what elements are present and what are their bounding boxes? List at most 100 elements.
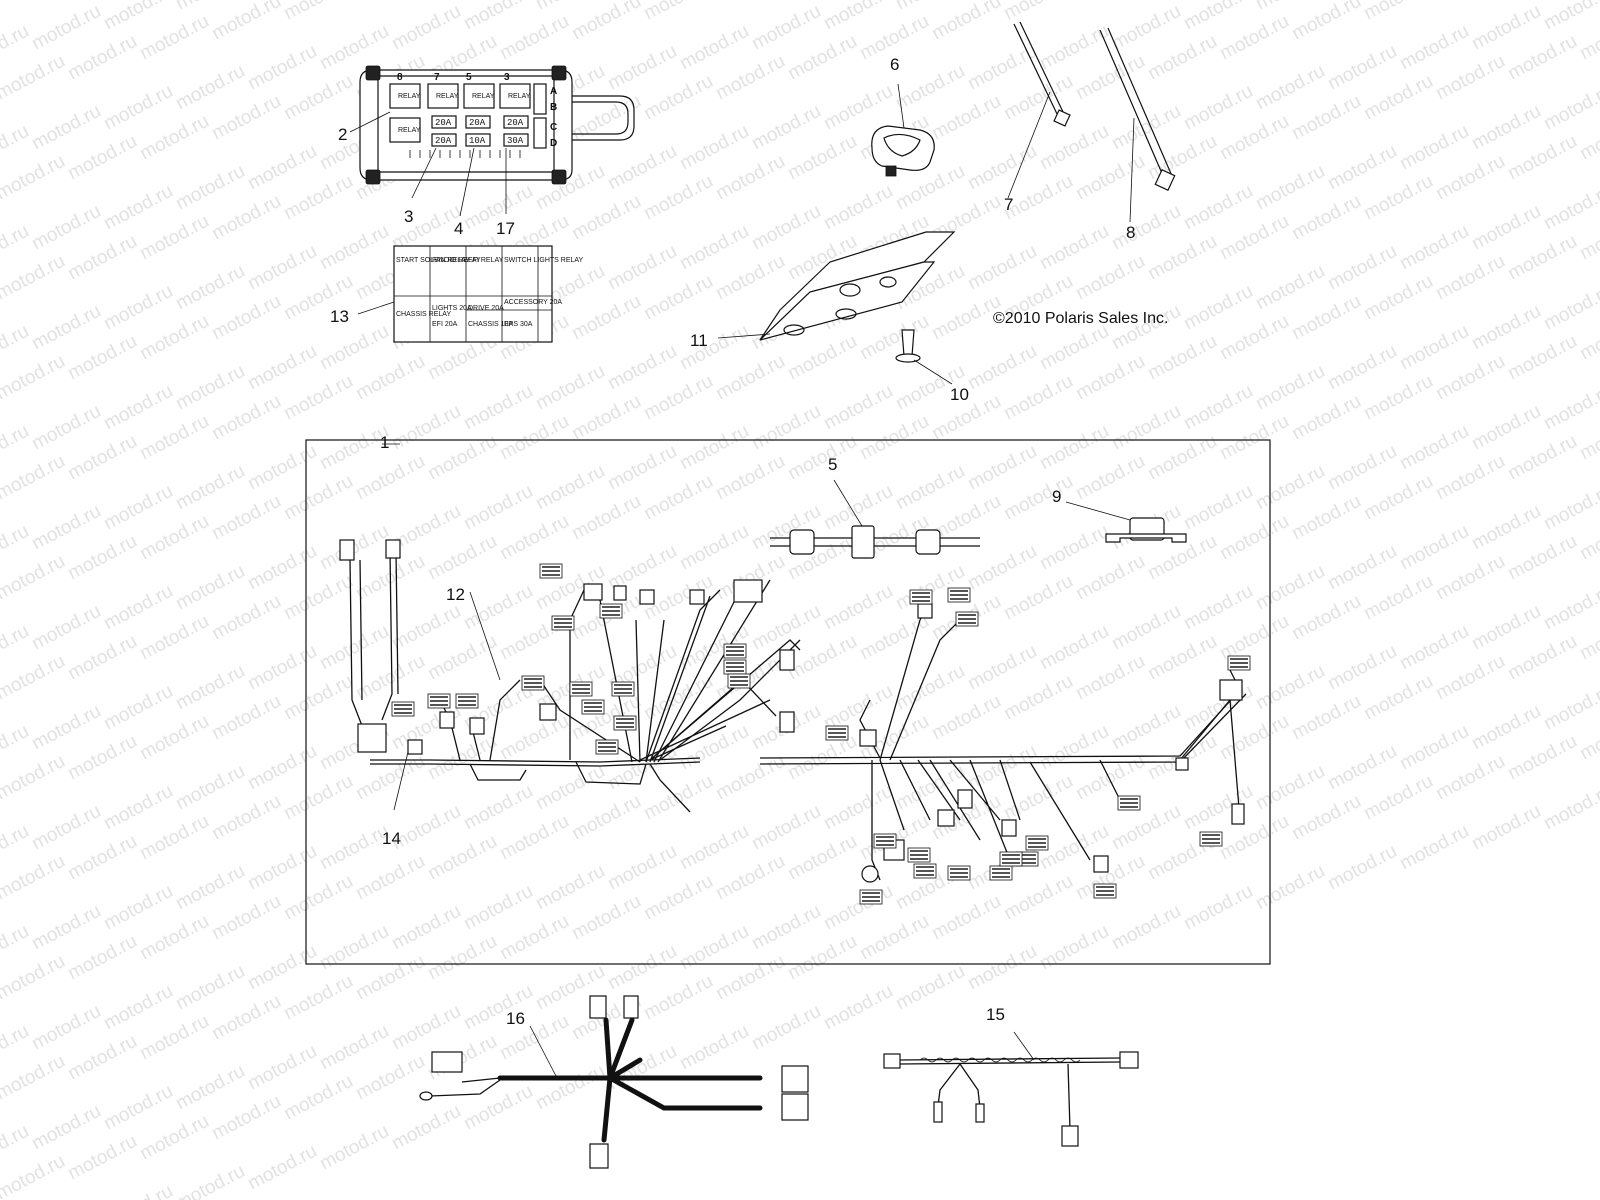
watermark-text: motod.ru [1432, 151, 1508, 205]
decal-cell-text: FAN RELAY [432, 257, 470, 264]
watermark-text: motod.ru [1324, 441, 1400, 495]
harness-label-line [1002, 858, 1020, 860]
watermark-text: motod.ru [1036, 621, 1112, 675]
watermark-text: motod.ru [0, 0, 69, 4]
watermark-text: motod.ru [1504, 131, 1580, 185]
watermark-text: motod.ru [784, 331, 860, 385]
watermark-text: motod.ru [568, 191, 644, 245]
watermark-text: motod.ru [1396, 521, 1472, 575]
harness-label-line [726, 666, 744, 668]
watermark-text: motod.ru [676, 521, 752, 575]
watermark-text: motod.ru [424, 731, 500, 785]
harness-label-line [876, 840, 894, 842]
watermark-text: motod.ru [136, 511, 212, 565]
harness-label-line [584, 706, 602, 708]
watermark-text: motod.ru [1468, 301, 1544, 355]
watermark-text: motod.ru [100, 781, 176, 835]
harness-label-line [616, 722, 634, 724]
watermark-text: motod.ru [460, 381, 536, 435]
harness-label-line [828, 732, 846, 734]
watermark-text: motod.ru [1288, 91, 1364, 145]
watermark-text: motod.ru [172, 461, 248, 515]
harness-label-line [598, 750, 616, 752]
watermark-text: motod.ru [244, 341, 320, 395]
watermark-text: motod.ru [640, 71, 716, 125]
watermark-text: motod.ru [64, 631, 140, 685]
watermark-text: motod.ru [28, 1, 104, 55]
harness-label-line [614, 684, 632, 686]
watermark-text: motod.ru [136, 911, 212, 965]
watermark-text: motod.ru [1252, 761, 1328, 815]
watermark-text: motod.ru [1540, 0, 1600, 34]
watermark-text: motod.ru [928, 0, 1004, 44]
harness-label-line [726, 662, 744, 664]
harness-label-line [910, 850, 928, 852]
watermark-text: motod.ru [100, 181, 176, 235]
bracket-part-11 [717, 231, 956, 341]
harness-label-line [876, 836, 894, 838]
watermark-text: motod.ru [640, 471, 716, 525]
watermark-text: motod.ru [1360, 371, 1436, 425]
watermark-text: motod.ru [1468, 201, 1544, 255]
watermark-text: motod.ru [208, 991, 284, 1045]
harness-label-line [726, 654, 744, 656]
watermark-text: motod.ru [1324, 141, 1400, 195]
fuse-box-row-letter: B [550, 102, 557, 113]
harness-part-15 [883, 1031, 1139, 1147]
harness-label-line [572, 684, 590, 686]
watermark-text: motod.ru [64, 31, 140, 85]
watermark-text: motod.ru [136, 211, 212, 265]
watermark-text: motod.ru [892, 661, 968, 715]
watermark-text: motod.ru [784, 131, 860, 185]
watermark-text: motod.ru [28, 801, 104, 855]
watermark-text: motod.ru [0, 1151, 69, 1200]
harness-label-line [1202, 838, 1220, 840]
watermark-text: motod.ru [1468, 601, 1544, 655]
harness-label-line [1096, 886, 1114, 888]
watermark-text: motod.ru [1396, 821, 1472, 875]
watermark-text: motod.ru [388, 601, 464, 655]
watermark-text: motod.ru [1576, 611, 1600, 665]
callout-10: 10 [950, 385, 969, 404]
harness-label-line [614, 688, 632, 690]
watermark-text: motod.ru [712, 251, 788, 305]
harness-label-line [572, 688, 590, 690]
connector-part-6 [871, 83, 935, 177]
watermark-text: motod.ru [748, 801, 824, 855]
watermark-text: motod.ru [964, 541, 1040, 595]
watermark-text: motod.ru [460, 481, 536, 535]
fuse-box-row-letter: C [550, 122, 557, 133]
decal-cell-text: EFI RELAY [468, 257, 504, 264]
watermark-text: motod.ru [244, 741, 320, 795]
watermark-text: motod.ru [1036, 921, 1112, 975]
watermark-text: motod.ru [928, 91, 1004, 145]
watermark-text: motod.ru [1576, 311, 1600, 365]
watermark-text: motod.ru [280, 971, 356, 1025]
watermark-text: motod.ru [676, 721, 752, 775]
harness-label-line [916, 870, 934, 872]
watermark-text: motod.ru [1576, 411, 1600, 465]
watermark-text: motod.ru [172, 761, 248, 815]
harness-label-line [1018, 862, 1036, 864]
watermark-text: motod.ru [748, 1001, 824, 1055]
watermark-text: motod.ru [1432, 651, 1508, 705]
watermark-text: motod.ru [64, 1031, 140, 1085]
watermark-text: motod.ru [1360, 0, 1436, 24]
watermark-text: motod.ru [1396, 221, 1472, 275]
watermark-text: motod.ru [1540, 181, 1600, 235]
harness-label-line [554, 626, 572, 628]
watermark-text: motod.ru [1288, 491, 1364, 545]
svg-text:RELAY: RELAY [436, 93, 459, 100]
harness-label-line [950, 876, 968, 878]
watermark-text: motod.ru [928, 891, 1004, 945]
watermark-text: motod.ru [28, 401, 104, 455]
harness-label-line [950, 598, 968, 600]
watermark-text: motod.ru [1252, 261, 1328, 315]
decal-cell-text: EFI 20A [432, 321, 458, 328]
watermark-text: motod.ru [748, 1, 824, 55]
watermark-text: motod.ru [64, 831, 140, 885]
watermark-text: motod.ru [1000, 671, 1076, 725]
watermark-text: motod.ru [64, 131, 140, 185]
watermark-text: motod.ru [1108, 1, 1184, 55]
